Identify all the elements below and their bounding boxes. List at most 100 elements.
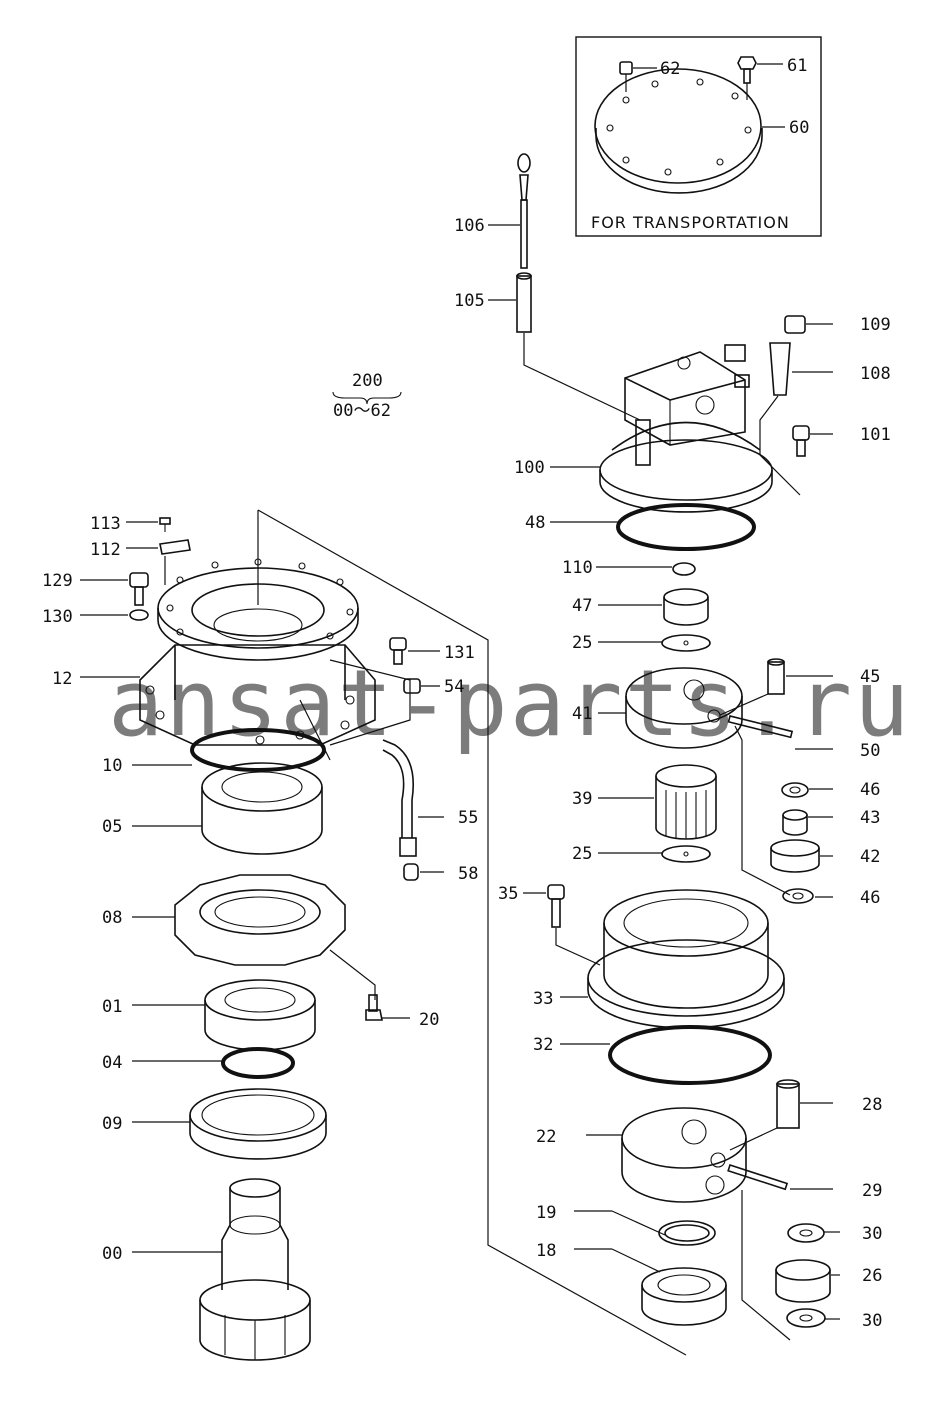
relief-valve-108 bbox=[759, 342, 833, 496]
label-101: 101 bbox=[860, 425, 891, 445]
assembly-no: 200 bbox=[352, 371, 383, 391]
label-129: 129 bbox=[42, 571, 73, 591]
housing-12 bbox=[80, 510, 376, 761]
label-04: 04 bbox=[102, 1053, 122, 1073]
ring-gear-33 bbox=[560, 889, 785, 1029]
label-100: 100 bbox=[514, 458, 545, 478]
thrust-plate-25b bbox=[598, 845, 711, 863]
pipe-105 bbox=[488, 272, 641, 421]
carrier-22 bbox=[586, 1107, 747, 1203]
label-45: 45 bbox=[860, 667, 880, 687]
pin-29 bbox=[727, 1163, 833, 1191]
label-55: 55 bbox=[458, 808, 478, 828]
label-30b: 30 bbox=[862, 1311, 882, 1331]
label-131: 131 bbox=[444, 643, 475, 663]
label-42: 42 bbox=[860, 847, 880, 867]
washer-130 bbox=[80, 609, 149, 621]
label-29: 29 bbox=[862, 1181, 882, 1201]
pin-28 bbox=[729, 1079, 833, 1151]
label-39: 39 bbox=[572, 789, 592, 809]
label-19: 19 bbox=[536, 1203, 556, 1223]
washer-46a bbox=[781, 782, 833, 798]
assembly-boundary bbox=[257, 509, 687, 1356]
screw-113 bbox=[126, 517, 171, 532]
planet-gear-42 bbox=[770, 839, 833, 873]
label-09: 09 bbox=[102, 1114, 122, 1134]
label-105: 105 bbox=[454, 291, 485, 311]
plate-112 bbox=[126, 539, 191, 585]
label-130: 130 bbox=[42, 607, 73, 627]
label-62: 62 bbox=[660, 59, 680, 79]
label-08: 08 bbox=[102, 908, 122, 928]
label-109: 109 bbox=[860, 315, 891, 335]
label-110: 110 bbox=[562, 558, 593, 578]
washer-46b bbox=[734, 725, 833, 904]
dipstick-106 bbox=[488, 153, 531, 269]
label-46a: 46 bbox=[860, 780, 880, 800]
bolt-101 bbox=[792, 425, 833, 457]
pipe-55 bbox=[382, 739, 444, 857]
label-05: 05 bbox=[102, 817, 122, 837]
label-18: 18 bbox=[536, 1241, 556, 1261]
label-25a: 25 bbox=[572, 633, 592, 653]
snap-ring-110 bbox=[596, 562, 696, 576]
label-54: 54 bbox=[444, 677, 464, 697]
bearing-01 bbox=[132, 979, 316, 1051]
bolt-61 bbox=[737, 56, 757, 100]
washer-30a bbox=[787, 1223, 840, 1243]
bolt-131 bbox=[389, 637, 440, 665]
label-28: 28 bbox=[862, 1095, 882, 1115]
snap-ring-19 bbox=[574, 1210, 716, 1246]
label-112: 112 bbox=[90, 540, 121, 560]
label-30a: 30 bbox=[862, 1224, 882, 1244]
bolt-129 bbox=[80, 572, 149, 606]
label-50: 50 bbox=[860, 741, 880, 761]
label-108: 108 bbox=[860, 364, 891, 384]
plug-58 bbox=[403, 863, 444, 881]
gear-39 bbox=[598, 764, 717, 840]
label-32: 32 bbox=[533, 1035, 553, 1055]
label-20: 20 bbox=[419, 1010, 439, 1030]
bolt-35 bbox=[523, 884, 601, 966]
label-41: 41 bbox=[572, 704, 592, 724]
label-26: 26 bbox=[862, 1266, 882, 1286]
assembly-number: 200 00～62 bbox=[332, 371, 402, 421]
sun-gear-47 bbox=[598, 588, 709, 626]
label-58: 58 bbox=[458, 864, 478, 884]
label-22: 22 bbox=[536, 1127, 556, 1147]
cover-plate-60 bbox=[594, 68, 763, 194]
label-47: 47 bbox=[572, 596, 592, 616]
label-33: 33 bbox=[533, 989, 553, 1009]
pin-50 bbox=[727, 715, 833, 750]
bolt-62 bbox=[619, 61, 633, 92]
inset-caption: FOR TRANSPORTATION bbox=[591, 213, 790, 232]
label-01: 01 bbox=[102, 997, 122, 1017]
o-ring-48 bbox=[550, 503, 756, 551]
label-48: 48 bbox=[525, 513, 545, 533]
label-46b: 46 bbox=[860, 888, 880, 908]
pin-45 bbox=[719, 658, 833, 716]
bolt-20 bbox=[365, 994, 410, 1021]
label-106: 106 bbox=[454, 216, 485, 236]
label-00: 00 bbox=[102, 1244, 122, 1264]
inset-transport-cover: 62 61 60 FOR TRANSPORTATION bbox=[575, 36, 822, 237]
seal-09 bbox=[132, 1088, 327, 1160]
o-ring-32 bbox=[560, 1025, 772, 1085]
bearing-05 bbox=[132, 762, 323, 855]
plug-54 bbox=[329, 659, 440, 746]
cover-08 bbox=[132, 874, 376, 1000]
assembly-range: 00～62 bbox=[333, 401, 391, 421]
swing-motor-100 bbox=[550, 344, 773, 513]
label-43: 43 bbox=[860, 808, 880, 828]
label-10: 10 bbox=[102, 756, 122, 776]
label-113: 113 bbox=[90, 514, 121, 534]
label-25b: 25 bbox=[572, 844, 592, 864]
plug-109 bbox=[784, 315, 833, 334]
bearing-18 bbox=[574, 1248, 727, 1326]
label-60: 60 bbox=[789, 118, 809, 138]
label-61: 61 bbox=[787, 56, 807, 76]
o-ring-04 bbox=[132, 1047, 295, 1079]
needle-bearing-43 bbox=[782, 809, 833, 836]
thrust-plate-25a bbox=[598, 634, 711, 652]
